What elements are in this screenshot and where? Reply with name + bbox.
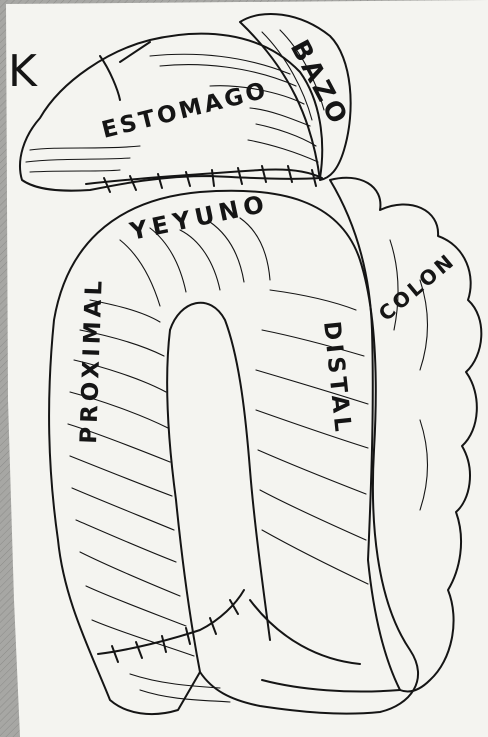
panel-letter: K: [8, 46, 38, 97]
